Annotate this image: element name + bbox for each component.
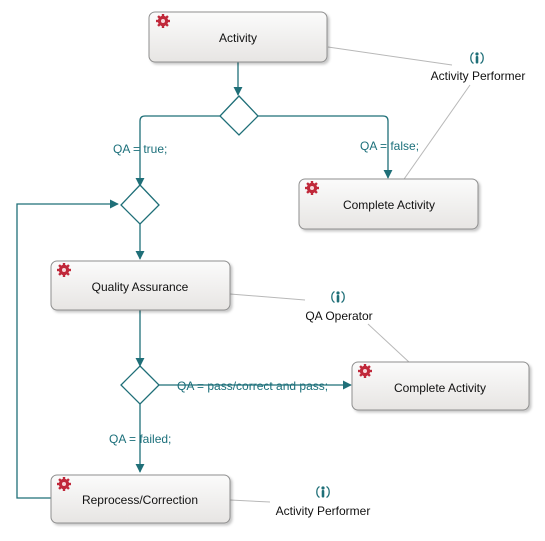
performer-activity-performer-1[interactable]: Activity Performer — [431, 51, 526, 83]
association-activity-performer-1 — [327, 46, 453, 66]
gear-icon — [57, 477, 71, 491]
complete-activity-1-label: Complete Activity — [343, 198, 435, 212]
flow-reprocess-to-gateway-2[interactable] — [16, 199, 119, 499]
reprocess-correction-node[interactable]: Reprocess/Correction — [50, 474, 231, 524]
gateway-decision-2[interactable] — [120, 365, 160, 405]
quality-assurance-label: Quality Assurance — [92, 280, 189, 294]
gear-icon — [57, 263, 71, 277]
gear-icon — [358, 364, 372, 378]
complete-activity-2-label: Complete Activity — [394, 381, 486, 395]
association-performer-complete-activity — [401, 84, 471, 183]
performer-icon — [331, 290, 345, 304]
condition-qa-pass: QA = pass/correct and pass; — [177, 379, 328, 393]
association-lines — [229, 46, 471, 503]
gateway-decision-1[interactable] — [219, 95, 259, 136]
gear-icon — [156, 14, 170, 28]
performer-activity-performer-2[interactable]: Activity Performer — [276, 485, 371, 518]
activity-performer-1-label: Activity Performer — [431, 69, 526, 83]
condition-qa-false: QA = false; — [360, 139, 419, 153]
gateways — [120, 95, 259, 405]
flow-gateway-1-qa-true[interactable] — [135, 115, 220, 187]
condition-qa-true: QA = true; — [113, 142, 167, 156]
condition-qa-failed: QA = failed; — [109, 432, 171, 446]
performer-icon — [316, 485, 330, 499]
activity-performer-2-label: Activity Performer — [276, 504, 371, 518]
association-qa-operator-complete-activity — [367, 323, 411, 364]
association-activity-performer-2 — [229, 499, 271, 503]
complete-activity-node-2[interactable]: Complete Activity — [351, 361, 530, 411]
condition-labels: QA = true; QA = false; QA = pass/correct… — [109, 139, 419, 446]
quality-assurance-node[interactable]: Quality Assurance — [50, 260, 231, 311]
gateway-merge[interactable] — [120, 184, 160, 225]
reprocess-correction-label: Reprocess/Correction — [82, 493, 198, 507]
sequence-flows — [16, 62, 393, 499]
complete-activity-node-1[interactable]: Complete Activity — [298, 178, 479, 230]
qa-operator-label: QA Operator — [305, 309, 372, 323]
activity-label: Activity — [219, 31, 257, 45]
performer-qa-operator[interactable]: QA Operator — [305, 290, 373, 323]
activity-node[interactable]: Activity — [148, 11, 328, 63]
association-qa-operator — [229, 293, 306, 301]
flow-gateway-1-qa-false[interactable] — [258, 115, 393, 179]
gear-icon — [305, 181, 319, 195]
performer-icon — [470, 51, 484, 65]
